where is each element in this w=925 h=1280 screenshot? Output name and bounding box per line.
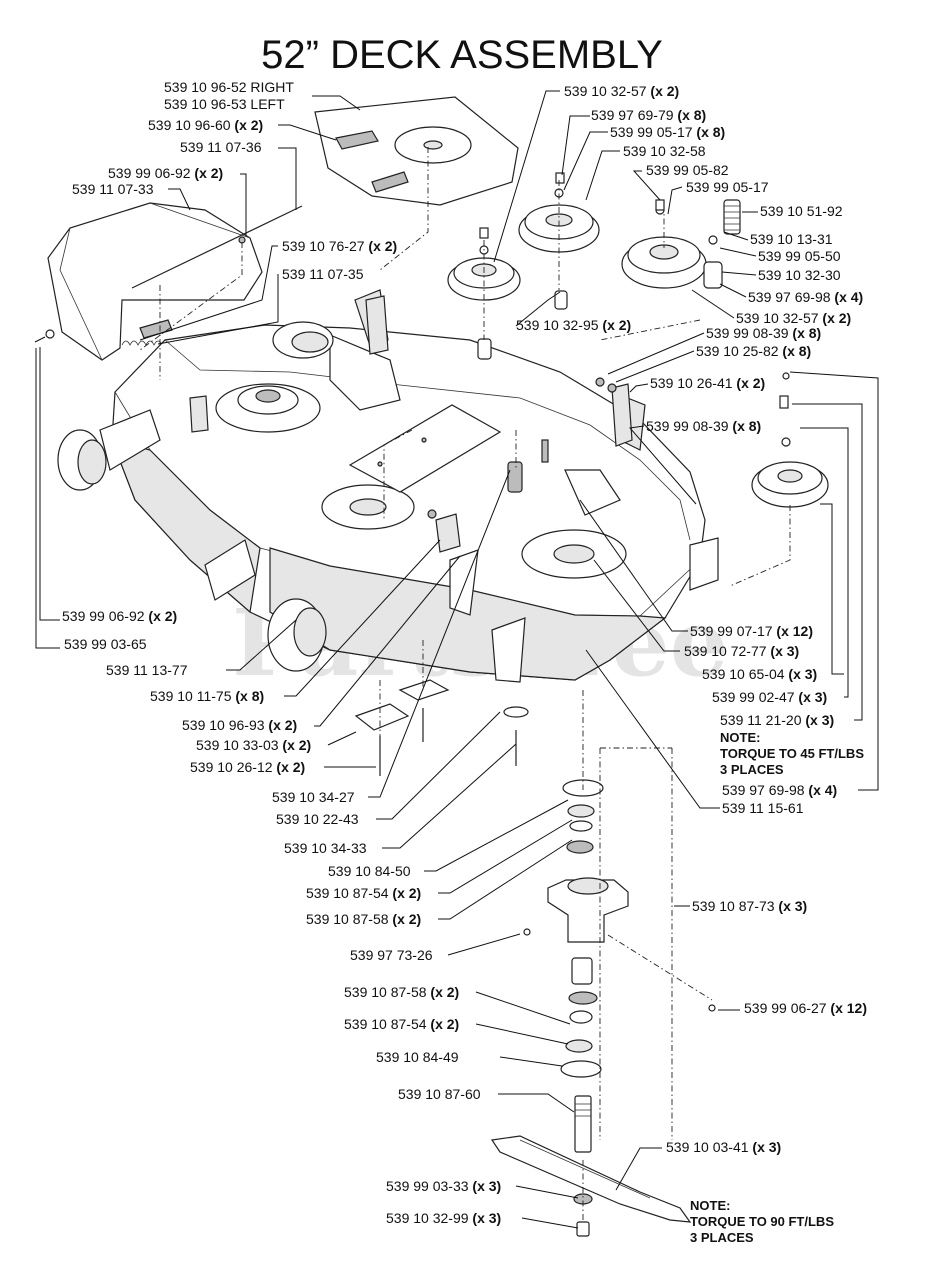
deck-drawing [34,96,829,1237]
callout-c33: 539 10 34-27 [272,789,355,805]
torque-note-45: NOTE: TORQUE TO 45 FT/LBS 3 PLACES [720,730,864,777]
callout-c27: 539 99 03-65 [64,636,147,652]
mower-blade [490,1135,692,1223]
callout-c32: 539 10 26-12 (x 2) [190,759,305,775]
bracket-piece [335,130,379,150]
callout-c15: 539 10 51-92 [760,203,843,219]
callout-c13: 539 99 05-82 [646,162,729,178]
callout-c47: 539 10 72-77 (x 3) [684,643,799,659]
callout-c34: 539 10 22-43 [276,811,359,827]
callout-c50: 539 11 21-20 (x 3) [720,712,834,728]
callout-c23: 539 10 25-82 (x 8) [696,343,811,359]
callout-c24: 539 10 26-41 (x 2) [650,375,765,391]
callout-c1: 539 10 96-52 RIGHT [164,79,294,95]
callout-c10: 539 97 69-79 (x 8) [591,107,706,123]
svg-text:NOTE:: NOTE: [690,1198,730,1213]
callout-c43: 539 10 87-60 [398,1086,481,1102]
callout-c26: 539 99 06-92 (x 2) [62,608,177,624]
callout-c36: 539 10 84-50 [328,863,411,879]
callout-c29: 539 10 11-75 (x 8) [150,688,264,704]
callout-c20: 539 10 32-57 (x 2) [736,310,851,326]
callout-c38: 539 10 87-58 (x 2) [306,911,421,927]
callout-labels: 539 10 96-52 RIGHT 539 10 96-53 LEFT 539… [62,79,867,1226]
callout-c55: 539 10 03-41 (x 3) [666,1139,781,1155]
svg-text:TORQUE TO 90 FT/LBS: TORQUE TO 90 FT/LBS [690,1214,834,1229]
page-title: 52” DECK ASSEMBLY [261,33,663,77]
spindle-housing [547,879,629,943]
callout-c12: 539 10 32-58 [623,143,706,159]
callout-c9: 539 10 32-57 (x 2) [564,83,679,99]
svg-text:NOTE:: NOTE: [720,730,760,745]
callout-c53: 539 10 87-73 (x 3) [692,898,807,914]
callout-c45: 539 10 32-99 (x 3) [386,1210,501,1226]
callout-c25: 539 99 08-39 (x 8) [646,418,761,434]
callout-c39: 539 97 73-26 [350,947,433,963]
callout-c31: 539 10 33-03 (x 2) [196,737,311,753]
torque-note-90: NOTE: TORQUE TO 90 FT/LBS 3 PLACES [690,1198,834,1245]
centerlines [139,147,791,1222]
callout-c22: 539 99 08-39 (x 8) [706,325,821,341]
callout-c18: 539 10 32-30 [758,267,841,283]
callout-c51: 539 97 69-98 (x 4) [722,782,837,798]
discharge-chute [47,202,263,361]
callout-c5: 539 99 06-92 (x 2) [108,165,223,181]
svg-text:3 PLACES: 3 PLACES [690,1230,754,1245]
callout-c6: 539 11 07-33 [72,181,154,197]
callout-c41: 539 10 87-54 (x 2) [344,1016,459,1032]
callout-c48: 539 10 65-04 (x 3) [702,666,817,682]
callout-c8: 539 11 07-35 [282,266,364,282]
callout-c49: 539 99 02-47 (x 3) [712,689,827,705]
leader-lines [35,90,879,1229]
callout-c16: 539 10 13-31 [750,231,833,247]
callout-c35: 539 10 34-33 [284,840,367,856]
callout-c40: 539 10 87-58 (x 2) [344,984,459,1000]
svg-text:TORQUE TO 45 FT/LBS: TORQUE TO 45 FT/LBS [720,746,864,761]
callout-c44: 539 99 03-33 (x 3) [386,1178,501,1194]
callout-c28: 539 11 13-77 [106,662,188,678]
callout-c14: 539 99 05-17 [686,179,769,195]
svg-text:3 PLACES: 3 PLACES [720,762,784,777]
callout-c37: 539 10 87-54 (x 2) [306,885,421,901]
callout-c2: 539 10 96-53 LEFT [164,96,285,112]
callout-c17: 539 99 05-50 [758,248,841,264]
callout-c30: 539 10 96-93 (x 2) [182,717,297,733]
callout-c46: 539 99 07-17 (x 12) [690,623,813,639]
callout-c4: 539 11 07-36 [180,139,262,155]
callout-c21: 539 10 32-95 (x 2) [516,317,631,333]
callout-c54: 539 99 06-27 (x 12) [744,1000,867,1016]
callout-c7: 539 10 76-27 (x 2) [282,238,397,254]
callout-c11: 539 99 05-17 (x 8) [610,124,725,140]
callout-c3: 539 10 96-60 (x 2) [148,117,263,133]
callout-c52: 539 11 15-61 [722,800,804,816]
callout-c42: 539 10 84-49 [376,1049,459,1065]
callout-c19: 539 97 69-98 (x 4) [748,289,863,305]
